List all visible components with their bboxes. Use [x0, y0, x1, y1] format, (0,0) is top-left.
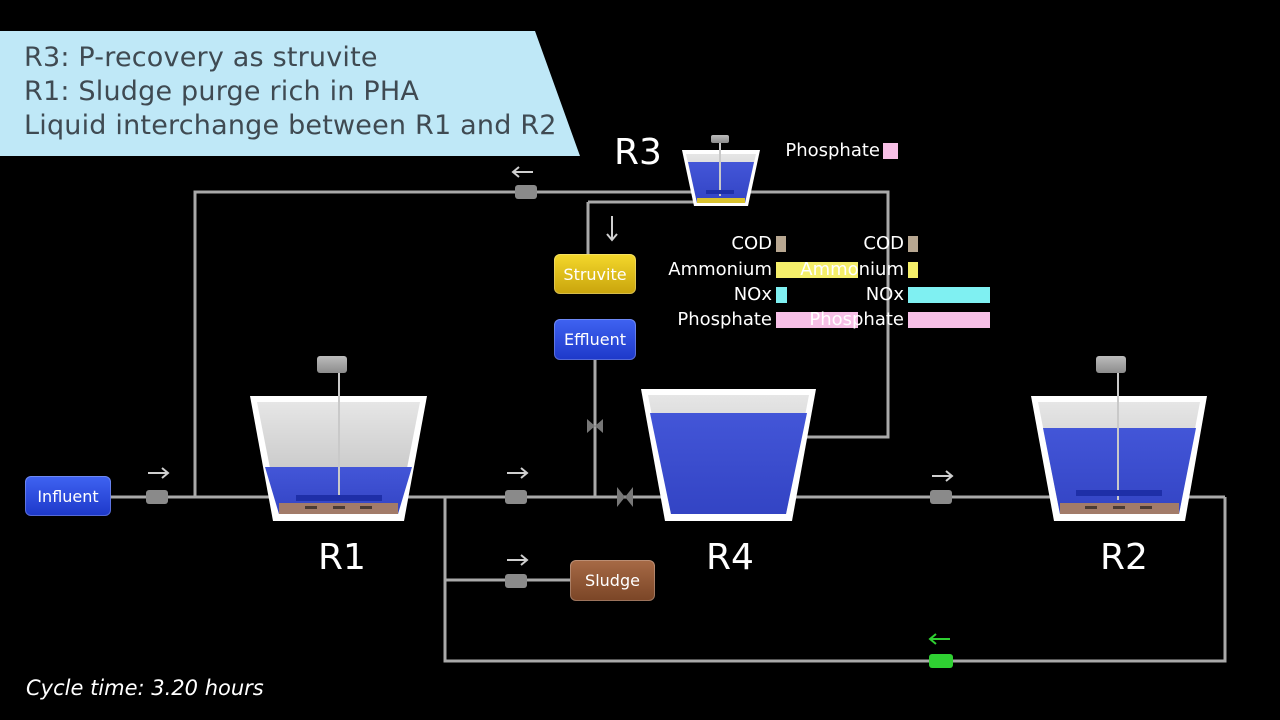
- r3-r4-pipe: [750, 190, 890, 439]
- left-ammonium-bar: [776, 262, 858, 278]
- reactor-r4-label: R4: [706, 537, 754, 578]
- r4-inlet-bowtie-valve: [617, 487, 633, 507]
- right-cod-label: COD: [863, 233, 904, 254]
- influent-valve: [146, 490, 168, 504]
- right-cod-bar: [908, 236, 918, 252]
- arrow-right-icon: [507, 467, 529, 479]
- arrow-left-active-icon: [928, 633, 950, 645]
- r3-struvite-layer: [697, 198, 745, 203]
- arrow-down-icon: [606, 216, 618, 242]
- r1-outlet-valve: [505, 490, 527, 504]
- right-phosphate-label: Phosphate: [809, 309, 904, 330]
- reactor-r1-label: R1: [318, 537, 366, 578]
- left-nox-label: NOx: [733, 284, 772, 305]
- info-banner: [0, 31, 580, 156]
- right-legend-bars: [908, 236, 990, 328]
- left-nox-bar: [776, 287, 787, 303]
- reactor-r2-label: R2: [1100, 537, 1148, 578]
- reactor-r3-label: R3: [614, 132, 662, 173]
- reactor-r2: [1031, 356, 1207, 521]
- banner-line-1: R3: P-recovery as struvite: [24, 42, 378, 73]
- r2-impeller: [1076, 490, 1162, 496]
- r1-impeller: [296, 495, 382, 501]
- sludge-valve: [505, 574, 527, 588]
- left-phosphate-label: Phosphate: [677, 309, 772, 330]
- flow-arrows: [148, 166, 954, 566]
- arrow-left-icon: [511, 166, 533, 178]
- banner-line-2: R1: Sludge purge rich in PHA: [24, 76, 420, 107]
- reactor-r1: [250, 356, 427, 521]
- left-legend-bars: [776, 236, 858, 328]
- arrow-right-icon: [932, 470, 954, 482]
- valves: [146, 185, 953, 668]
- cycle-time-text: Cycle time: 3.20 hours: [26, 676, 264, 700]
- influent-box: Influent: [25, 476, 111, 516]
- banner-line-3: Liquid interchange between R1 and R2: [24, 110, 557, 141]
- top-return-valve: [515, 185, 537, 199]
- arrow-right-icon: [148, 467, 170, 479]
- left-cod-label: COD: [731, 233, 772, 254]
- r2-stirrer-motor: [1096, 356, 1126, 373]
- left-cod-bar: [776, 236, 786, 252]
- r3-phosphate-label: Phosphate: [785, 140, 880, 161]
- recycle-valve-active: [929, 654, 953, 668]
- effluent-bowtie-valve: [587, 419, 603, 433]
- arrow-right-icon: [507, 554, 529, 566]
- right-nox-label: NOx: [865, 284, 904, 305]
- right-nox-bar: [908, 287, 990, 303]
- sludge-box: Sludge: [570, 560, 655, 601]
- reactor-r4: [641, 389, 816, 521]
- r3-phosphate-bar: [883, 143, 898, 159]
- effluent-box: Effluent: [554, 319, 636, 360]
- reactor-r3: [682, 135, 760, 206]
- r4-outlet-valve: [930, 490, 952, 504]
- left-phosphate-bar: [776, 312, 858, 328]
- right-ammonium-label: Ammonium: [800, 259, 904, 280]
- right-ammonium-bar: [908, 262, 918, 278]
- r3-legend-bars: [883, 143, 898, 159]
- struvite-box: Struvite: [554, 254, 636, 294]
- left-ammonium-label: Ammonium: [668, 259, 772, 280]
- r1-stirrer-motor: [317, 356, 347, 373]
- right-phosphate-bar: [908, 312, 990, 328]
